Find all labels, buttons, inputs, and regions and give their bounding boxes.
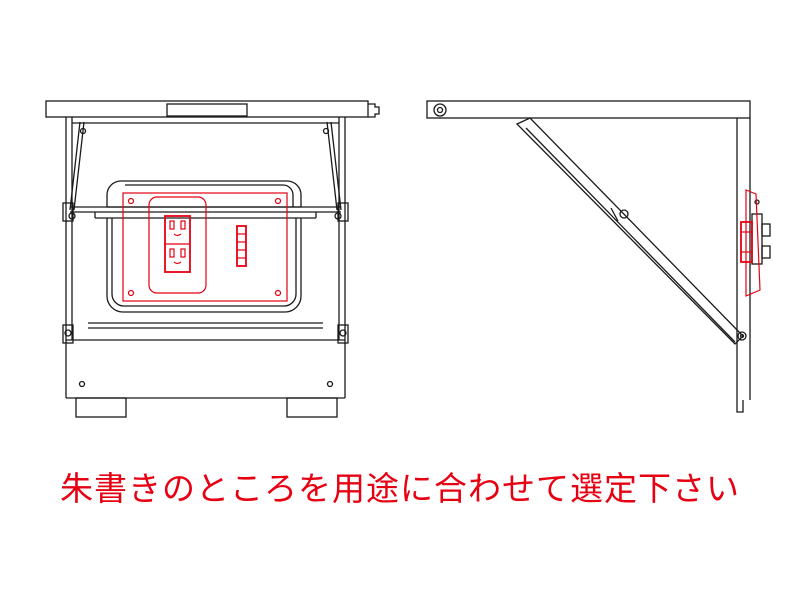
front-foot-left: [75, 397, 127, 418]
side-highlight: [740, 189, 761, 297]
side-view: [426, 100, 771, 413]
front-hinge-right-upper: [337, 202, 349, 222]
front-hinge-right-lower: [337, 324, 349, 344]
side-brace-pivot: [619, 209, 629, 219]
front-panel-upper: [106, 180, 302, 208]
front-top-hook: [368, 103, 380, 118]
instruction-caption: 朱書きのところを用途に合わせて選定下さい: [60, 469, 740, 508]
front-stay-left: [69, 121, 81, 211]
front-hinge-left-upper: [62, 202, 74, 222]
front-top-handle: [166, 103, 248, 117]
front-view: [45, 100, 380, 418]
breaker-icon: [236, 225, 247, 267]
highlight-side-plate: [745, 189, 761, 297]
highlight-mounting-plate: [122, 192, 288, 302]
side-top-plate: [426, 100, 751, 119]
side-diagonal-brace: [515, 117, 744, 345]
front-hinge-left-lower: [62, 324, 74, 344]
highlight-side-box: [740, 221, 753, 263]
front-foot-right: [286, 397, 338, 418]
side-top-pivot: [433, 103, 447, 117]
front-top-panel: [45, 100, 369, 118]
front-stay-right: [326, 121, 338, 211]
front-highlight: [122, 192, 288, 302]
highlight-outlet-frame: [148, 196, 207, 294]
front-panel-lower: [106, 218, 302, 313]
